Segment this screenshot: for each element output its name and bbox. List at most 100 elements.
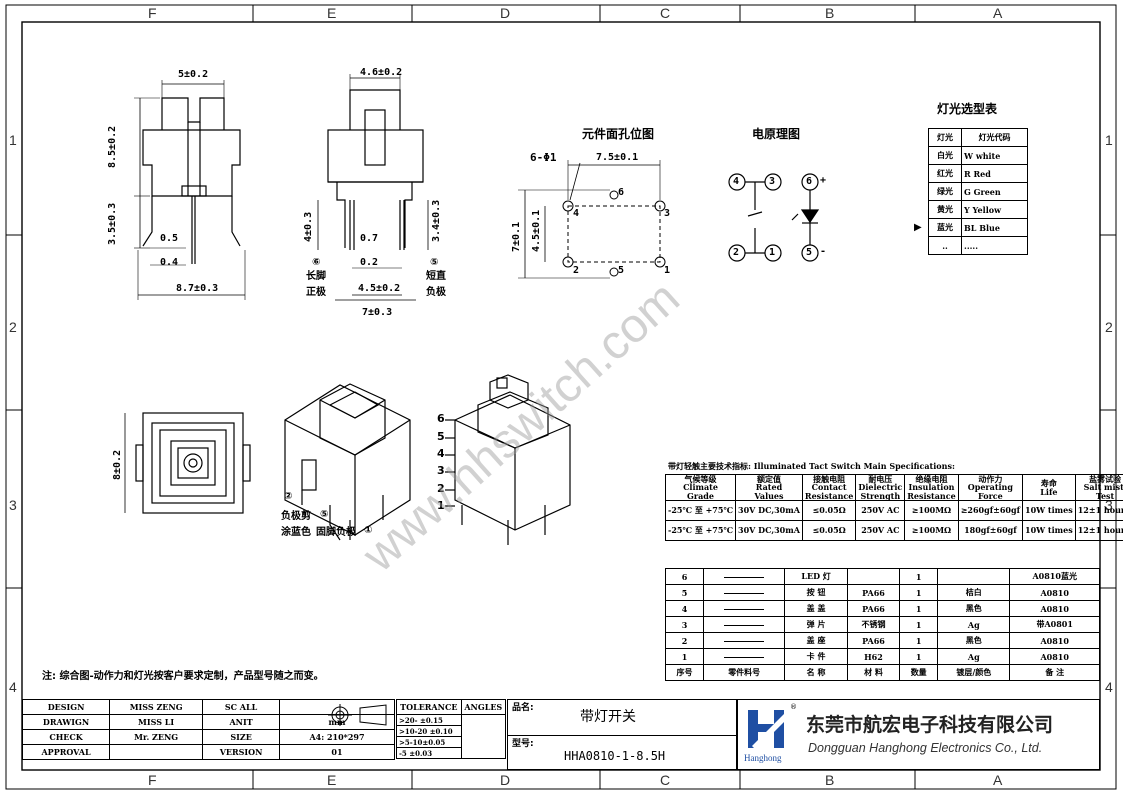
table-cell: BL Blue <box>961 218 1028 237</box>
table-cell: 黑色 <box>937 632 1011 649</box>
product-name-label: 品名: <box>512 703 534 713</box>
pcb-pin: 3 <box>664 208 671 219</box>
part-line <box>724 657 765 658</box>
table-cell: 1 <box>899 584 939 601</box>
header-en: Grade <box>687 490 714 501</box>
table-cell: MISS LI <box>109 714 204 730</box>
table-cell <box>109 744 204 760</box>
table-cell: 12±1 hours. <box>1074 520 1123 542</box>
table-cell: 白光 <box>927 146 963 165</box>
header-en: Force <box>977 490 1003 501</box>
product-name: 带灯开关 <box>580 709 636 725</box>
projection-symbol-icon <box>328 704 387 726</box>
zone-label: C <box>660 5 671 21</box>
table-cell: 黄光 <box>927 200 963 219</box>
dim-top-width: 5±0.2 <box>178 69 209 80</box>
table-cell <box>702 632 786 649</box>
header-en: Test <box>1095 490 1115 501</box>
table-cell: VERSION <box>202 744 280 760</box>
layer-number: 1 <box>437 499 445 512</box>
pin-label: ⑥ <box>312 257 321 268</box>
table-cell: 30V DC,30mA <box>735 520 803 542</box>
dim-pcb-width: 7.5±0.1 <box>596 152 639 163</box>
part-line <box>724 641 765 642</box>
pin-label: ② <box>284 491 293 502</box>
header-en: Operating <box>967 482 1013 493</box>
header-en: Strength <box>860 490 901 501</box>
zone-label: 4 <box>9 679 17 695</box>
node-label: 3 <box>769 176 776 187</box>
table-cell: >10-20 ±0.10 <box>396 725 462 737</box>
node-label: 1 <box>769 247 776 258</box>
table-cell: .. <box>927 236 963 255</box>
table-cell: 卡 件 <box>784 648 848 665</box>
header-cn: 耐电压 <box>868 474 893 484</box>
table-cell: 250V AC <box>855 500 906 522</box>
header-en: Resistance <box>804 490 854 501</box>
table-cell: CHECK <box>21 729 111 745</box>
table-cell: 按 钮 <box>784 584 848 601</box>
table-cell: 01 <box>279 744 395 760</box>
company-name-cn: 东莞市航宏电子科技有限公司 <box>806 714 1054 736</box>
zone-label: C <box>660 772 671 788</box>
dim-pin-width: 0.5 <box>160 233 179 244</box>
table-cell: ≤0.05Ω <box>801 500 857 522</box>
table-cell: >20- ±0.15 <box>396 714 462 726</box>
table-cell: 盖 盖 <box>784 600 848 617</box>
zone-label: F <box>148 5 157 21</box>
table-cell: ANIT <box>202 714 280 730</box>
table-row: 灯光 灯光代码 <box>927 128 1028 147</box>
table-cell: 1 <box>899 600 939 617</box>
node-label: 4 <box>733 176 740 187</box>
dim-pin-length: 3.4±0.3 <box>431 199 442 242</box>
table-cell: 30V DC,30mA <box>735 500 803 522</box>
table-cell: 10W times <box>1022 520 1076 542</box>
table-cell <box>460 714 507 759</box>
table-header: 名 称 <box>784 664 848 681</box>
table-cell: 2 <box>665 632 704 649</box>
dim-pin-width: 0.4 <box>160 257 179 268</box>
pin-label: ① <box>364 525 373 536</box>
pin-note: 正极 <box>306 287 326 298</box>
table-cell: DESIGN <box>21 699 111 715</box>
table-cell: 绿光 <box>927 182 963 201</box>
table-cell: 4 <box>665 600 704 617</box>
zone-label: A <box>993 772 1003 788</box>
dim-height: 4±0.3 <box>303 211 314 242</box>
schematic-title: 电原理图 <box>752 127 801 141</box>
table-cell: 1 <box>665 648 704 665</box>
dim-height: 8.5±0.2 <box>107 125 118 168</box>
table-cell: PA66 <box>846 632 901 649</box>
table-cell: 10W times <box>1022 500 1076 522</box>
registered-mark: ® <box>790 703 797 711</box>
dim-size: 8±0.2 <box>112 449 123 480</box>
company-name-en: Dongguan Hanghong Electronics Co., Ltd. <box>808 741 1043 755</box>
table-header: 数量 <box>899 664 939 681</box>
table-row: -25℃ 至 +75℃ 30V DC,30mA ≤0.05Ω 250V AC ≥… <box>664 500 1123 522</box>
arrow-icon: ▶ <box>914 222 922 233</box>
header-cn: 动作力 <box>978 474 1003 484</box>
table-cell: 1 <box>899 616 939 633</box>
table-cell: R Red <box>961 164 1028 183</box>
part-line <box>724 577 765 578</box>
layer-number: 5 <box>437 430 445 443</box>
table-cell: 180gf±60gf <box>957 520 1024 542</box>
table-cell: Mr. ZENG <box>109 729 204 745</box>
table-cell: 5 <box>665 584 704 601</box>
table-cell: 黑色 <box>937 600 1011 617</box>
dim-pin-thickness: 0.2 <box>360 257 379 268</box>
